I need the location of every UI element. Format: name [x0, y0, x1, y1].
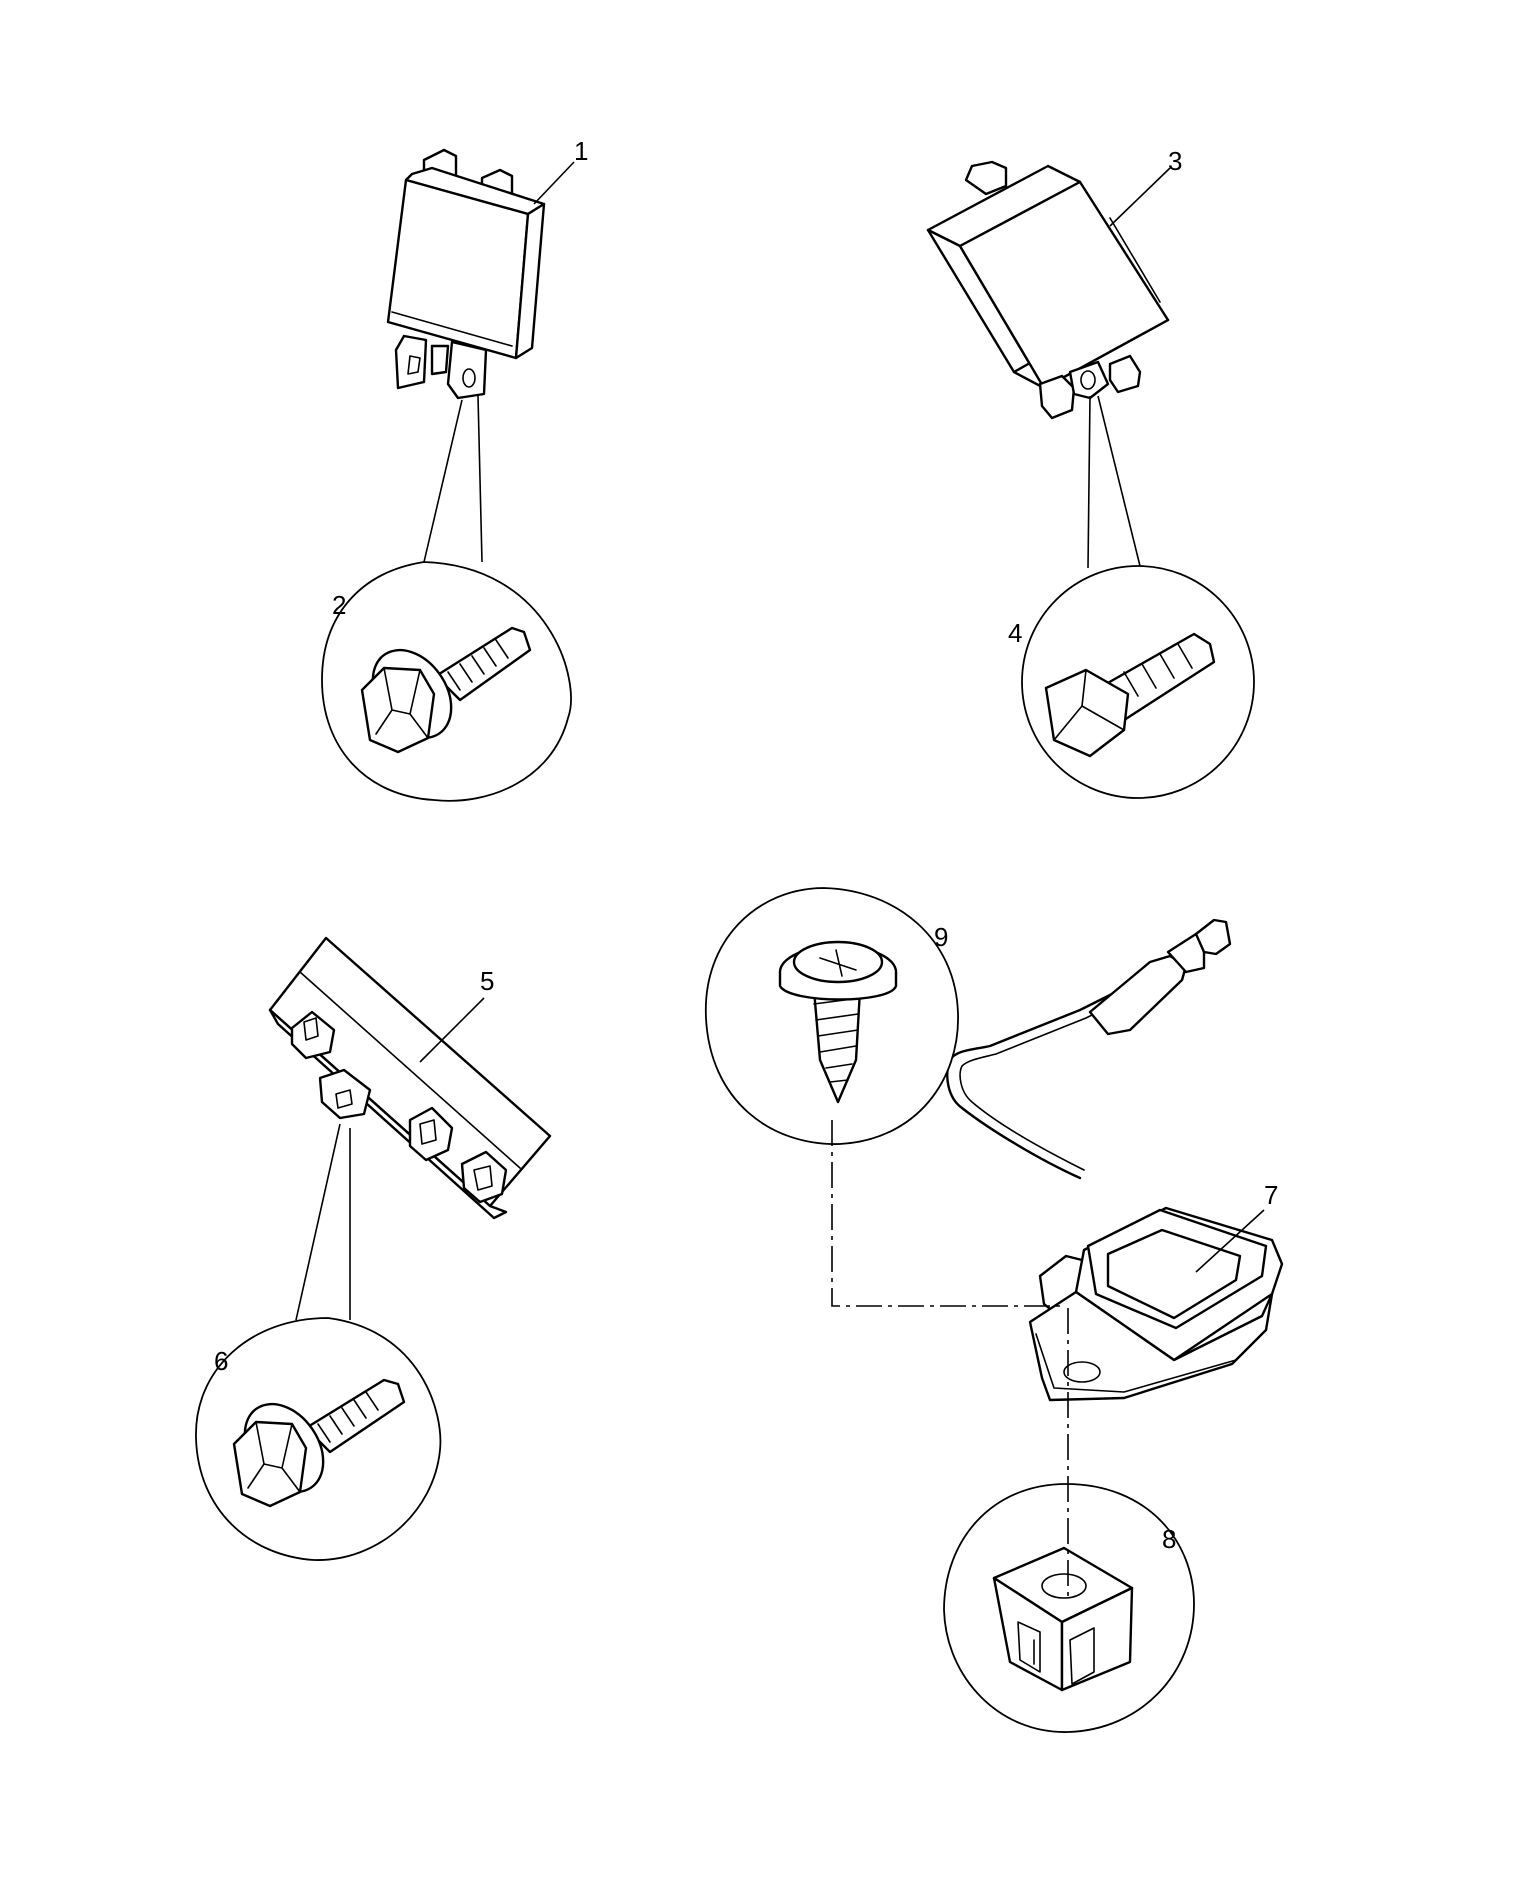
- callout-number-1: 1: [574, 136, 588, 166]
- clip-nut-part-8[interactable]: [992, 1546, 1134, 1692]
- flange-bolt-part-2[interactable]: [357, 626, 532, 754]
- callout-numbers: 1 2 3 4 5 6 7 8 9: [214, 136, 1278, 1554]
- callout-number-2: 2: [332, 590, 346, 620]
- callout-number-5: 5: [480, 966, 494, 996]
- callout-number-3: 3: [1168, 146, 1182, 176]
- pan-head-screw-part-9[interactable]: [778, 940, 898, 1104]
- callout-number-8: 8: [1162, 1524, 1176, 1554]
- sensor-part-7[interactable]: [946, 918, 1284, 1402]
- flange-bolt-part-6[interactable]: [229, 1378, 406, 1508]
- leader-lines: [295, 161, 1265, 1321]
- callout-number-7: 7: [1264, 1180, 1278, 1210]
- assembly-dashed-lines: [831, 1120, 1069, 1600]
- hex-bolt-part-4[interactable]: [1044, 632, 1216, 758]
- callout-number-9: 9: [934, 922, 948, 952]
- module-part-5[interactable]: [268, 936, 552, 1220]
- callout-number-4: 4: [1008, 618, 1022, 648]
- relay-part-3[interactable]: [926, 160, 1170, 420]
- relay-part-1[interactable]: [386, 148, 546, 400]
- callout-number-6: 6: [214, 1346, 228, 1376]
